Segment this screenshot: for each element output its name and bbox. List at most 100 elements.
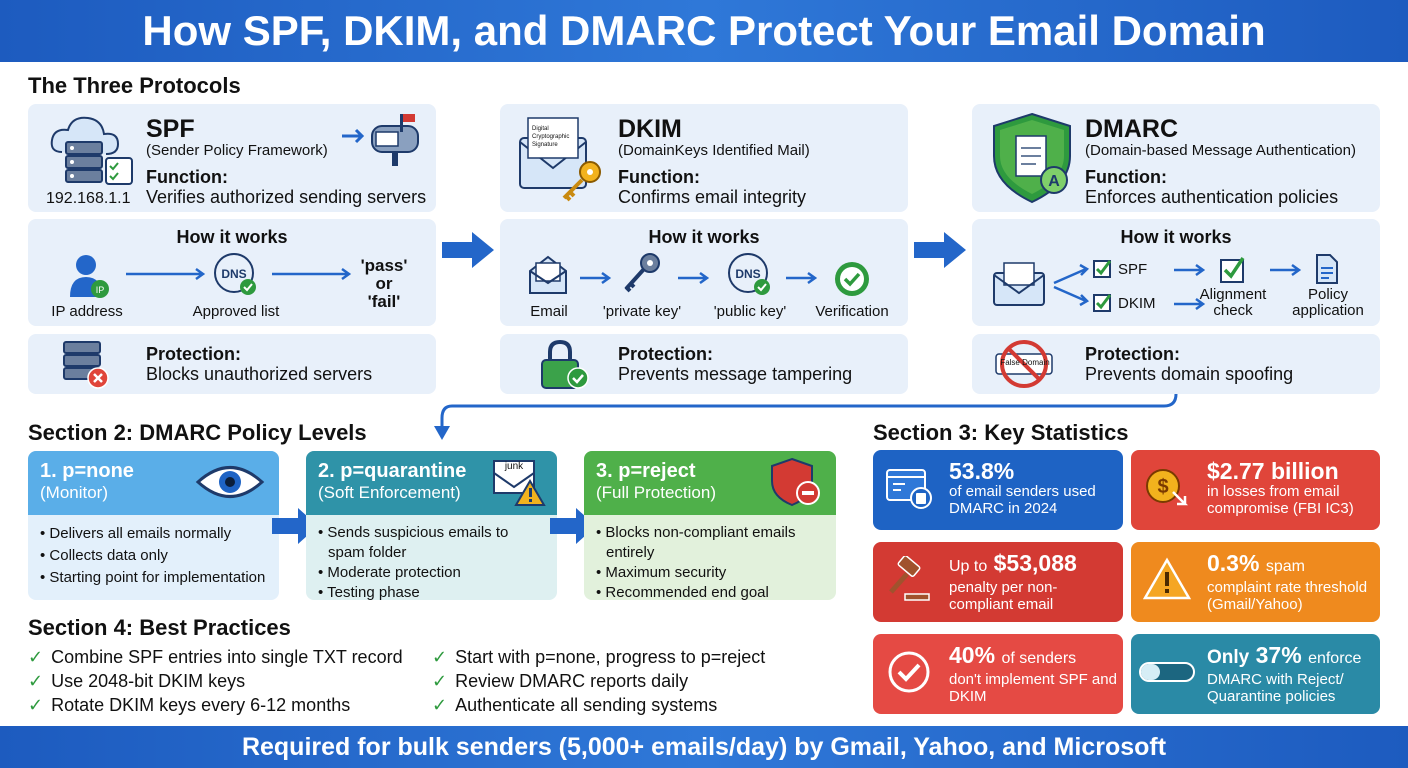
spf-step-ip: IP address xyxy=(51,303,123,320)
stat-prefix: Up to xyxy=(949,558,988,575)
stat-text: in losses from email compromise (FBI IC3… xyxy=(1207,483,1354,517)
stat-big: $53,088 xyxy=(993,550,1077,576)
section4-title: Section 4: Best Practices xyxy=(28,615,291,640)
best-practice-item: ✓Review DMARC reports daily xyxy=(432,671,689,691)
checkbox-icon xyxy=(1093,294,1112,312)
stat-text: complaint rate threshold (Gmail/Yahoo) xyxy=(1207,579,1368,613)
policy-quarantine-card: 2. p=quarantine (Soft Enforcement) junk … xyxy=(306,451,557,600)
svg-text:Digital: Digital xyxy=(532,126,549,132)
spf-function: Verifies authorized sending servers xyxy=(146,187,427,207)
gavel-icon xyxy=(889,556,930,601)
stat-text: don't implement SPF and DKIM xyxy=(949,671,1117,705)
footer-banner: Required for bulk senders (5,000+ emails… xyxy=(0,726,1408,768)
check-icon: ✓ xyxy=(432,695,448,715)
ip-caption: 192.168.1.1 xyxy=(46,190,131,207)
stat-big: $2.77 billion xyxy=(1207,458,1339,484)
check-icon: ✓ xyxy=(432,647,448,667)
server-block-icon xyxy=(63,341,109,389)
policy-none-bullet: • Starting point for implementation xyxy=(40,569,266,586)
dkim-how-title: How it works xyxy=(648,227,760,247)
dmarc-step-policy: Policy application xyxy=(1292,286,1364,319)
dns-globe-icon: DNS xyxy=(214,253,256,295)
check-icon: ✓ xyxy=(28,647,44,667)
arrow-icon xyxy=(1174,263,1206,277)
money-loss-icon: $ xyxy=(1146,469,1189,506)
dmarc-how-card: How it works SPF DKIM Alignment check Po… xyxy=(972,219,1380,326)
arrow-icon xyxy=(786,271,818,285)
shield-document-icon: A xyxy=(993,112,1071,204)
warning-icon xyxy=(1143,557,1191,600)
dmarc-protection-label: Protection: xyxy=(1085,344,1181,364)
svg-text:Signature: Signature xyxy=(532,142,558,148)
private-key-icon xyxy=(624,253,660,293)
dkim-protection-card: Protection: Prevents message tampering xyxy=(500,334,908,394)
dkim-full-name: (DomainKeys Identified Mail) xyxy=(618,142,810,159)
dmarc-name: DMARC xyxy=(1085,115,1179,143)
policy-none-bullet: • Delivers all emails normally xyxy=(40,525,232,542)
dmarc-protection-card: False Domain Protection: Prevents domain… xyxy=(972,334,1380,394)
arrow-icon xyxy=(126,267,206,281)
arrow-icon xyxy=(580,271,612,285)
spf-step-list: Approved list xyxy=(192,303,280,320)
stat-enforce: Only 37% enforce DMARC with Reject/ Quar… xyxy=(1131,634,1380,714)
padlock-check-icon xyxy=(541,339,589,389)
stat-not-implemented: 40% of senders don't implement SPF and D… xyxy=(873,634,1123,714)
section1-title: The Three Protocols xyxy=(28,73,241,98)
flow-arrow-icon xyxy=(442,232,494,268)
stat-big: 40% xyxy=(949,642,996,668)
spf-how-title: How it works xyxy=(176,227,288,247)
dkim-protection-label: Protection: xyxy=(618,344,714,364)
check-circle-icon xyxy=(888,651,930,693)
best-practice-item: ✓Start with p=none, progress to p=reject xyxy=(432,647,766,667)
connector-arrow-icon xyxy=(434,393,1178,440)
dmarc-browser-icon xyxy=(886,469,932,509)
mailbox-icon xyxy=(342,114,419,166)
best-practice-item: ✓Authenticate all sending systems xyxy=(432,695,718,715)
stat-suffix: spam xyxy=(1265,558,1305,575)
progress-icon xyxy=(1139,662,1195,682)
email-icon xyxy=(993,262,1045,306)
stat-spam-rate: 0.3% spam complaint rate threshold (Gmai… xyxy=(1131,542,1380,622)
arrow-icon xyxy=(272,267,352,281)
dkim-step-email: Email xyxy=(530,303,568,320)
arrow-icon xyxy=(1270,263,1302,277)
stat-big: 0.3% xyxy=(1207,550,1260,576)
dkim-card: Digital Cryptographic Signature DKIM (Do… xyxy=(500,104,908,212)
policy-document-icon xyxy=(1316,254,1338,284)
spf-card: 192.168.1.1 SPF (Sender Policy Framework… xyxy=(28,104,436,212)
checkbox-icon xyxy=(1093,260,1112,278)
flow-arrow-icon xyxy=(914,232,966,268)
dmarc-function-label: Function: xyxy=(1085,167,1167,187)
stat-prefix: Only xyxy=(1207,647,1250,668)
junk-label: junk xyxy=(504,461,524,472)
user-ip-icon: IP xyxy=(70,255,109,298)
policy-quarantine-bullet-cont: spam folder xyxy=(328,544,407,561)
section2-title: Section 2: DMARC Policy Levels xyxy=(28,420,367,445)
policy-reject-name: 3. p=reject xyxy=(596,460,696,482)
check-icon: ✓ xyxy=(28,695,44,715)
no-spoofing-icon xyxy=(995,340,1053,388)
spf-protection-card: Protection: Blocks unauthorized servers xyxy=(28,334,436,394)
signed-email-key-icon: Digital Cryptographic Signature xyxy=(519,117,601,202)
policy-reject-bullet: • Recommended end goal xyxy=(596,584,769,600)
dkim-name: DKIM xyxy=(618,115,682,143)
policy-none-bullet: • Collects data only xyxy=(40,547,168,564)
check-icon: ✓ xyxy=(432,671,448,691)
progress-fill xyxy=(1141,664,1161,680)
policy-reject-mode: (Full Protection) xyxy=(596,483,716,502)
stat-suffix: of senders xyxy=(1001,650,1077,667)
policy-none-card: 1. p=none (Monitor) • Delivers all email… xyxy=(28,451,279,600)
stat-suffix: enforce xyxy=(1308,650,1362,667)
dmarc-card: A DMARC (Domain-based Message Authentica… xyxy=(972,104,1380,212)
svg-text:Cryptographic: Cryptographic xyxy=(532,134,569,140)
dkim-step-private-key: 'private key' xyxy=(602,303,682,320)
verified-check-icon xyxy=(835,262,869,296)
policy-reject-bullet-cont: entirely xyxy=(606,544,655,561)
dkim-protection: Prevents message tampering xyxy=(618,364,853,384)
svg-text:$: $ xyxy=(1157,476,1168,498)
svg-text:IP: IP xyxy=(96,285,105,295)
stat-losses: $ $2.77 billion in losses from email com… xyxy=(1131,450,1380,530)
stat-big: 37% xyxy=(1255,642,1302,668)
stat-text: of email senders used DMARC in 2024 xyxy=(949,483,1096,517)
arrow-icon xyxy=(1174,297,1206,311)
